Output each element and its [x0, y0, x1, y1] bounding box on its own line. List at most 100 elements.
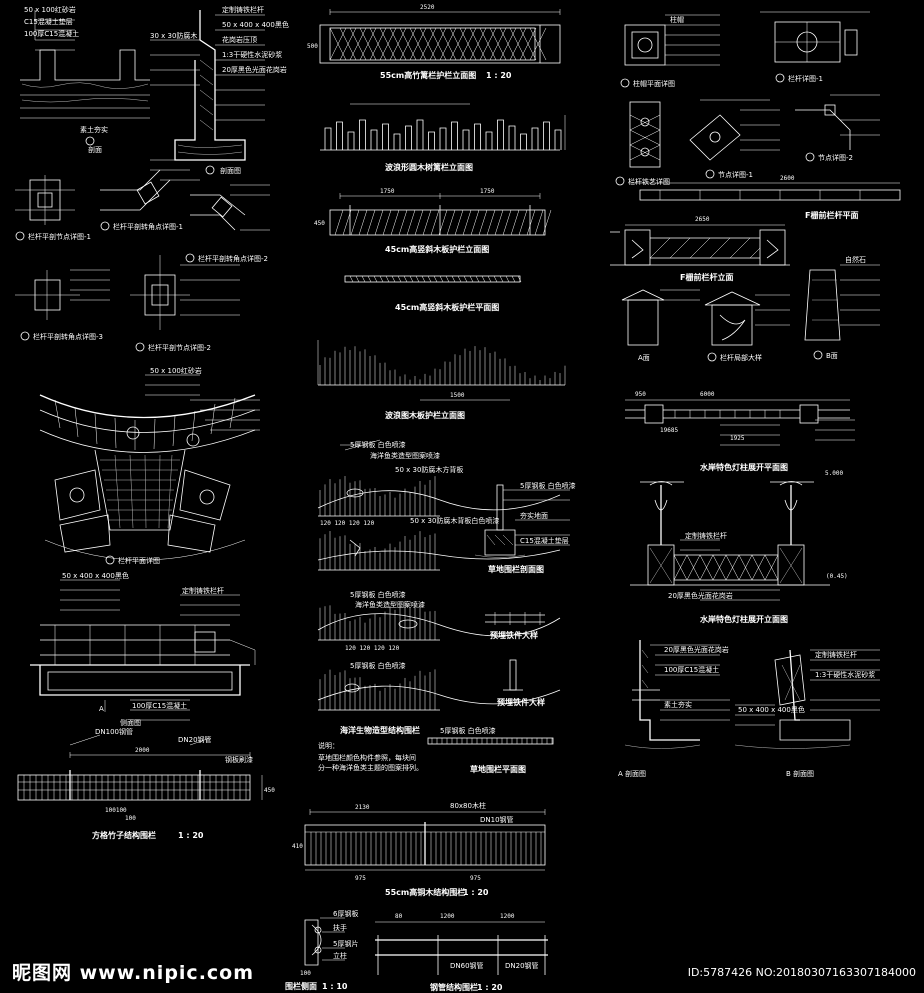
drawing-title: 海洋生物造型结构围栏: [340, 725, 420, 735]
b-face-drawing: 自然石 B面: [804, 255, 880, 360]
callout-text: 素土夯实: [664, 700, 692, 709]
drawing-title: 栏杆平剖节点详图-1: [28, 232, 91, 241]
drawing-title: 栏杆平剖转角点详图-2: [198, 254, 268, 263]
railing-detail-1: 栏杆详图-1: [760, 11, 870, 83]
dimension: (0.45): [826, 573, 848, 580]
drawing-scale: 1 : 20: [463, 888, 489, 897]
dimension: 975: [355, 875, 366, 882]
drawing-scale: 1 : 10: [322, 982, 348, 991]
callout-text: DN60钢管: [450, 961, 484, 970]
callout-text: C15混凝土垫层: [520, 536, 569, 545]
curved-railing-plan: 50 x 100红砂岩 栏杆平面详图: [39, 366, 260, 565]
drawing-title: 栏杆详图-1: [788, 74, 823, 83]
dimension: 1750: [480, 188, 495, 195]
copper-wood-fence-55: 2130 80x80木柱 DN10钢管 975 975 410 55cm高铜木结…: [292, 801, 546, 897]
section-bb-drawing: 定制铸铁栏杆 1:3干硬性水泥砂浆 50 x 400 x 400黑色 B 剖面图: [734, 649, 880, 778]
callout-text: 1:3干硬性水泥砂浆: [815, 670, 875, 679]
drawing-title: 预埋铁件大样: [497, 697, 545, 707]
drawing-title: B面: [826, 352, 838, 360]
callout-text: 钢板刷漆: [225, 755, 253, 764]
callout-text: 100厚C15混凝土: [132, 701, 187, 710]
diagonal-board-fence-45: 1750 1750 450 45cm高竖斜木板护栏立面图: [314, 188, 552, 254]
callout-text: 30 x 30防腐木: [150, 31, 197, 40]
drawing-title: 55cm高铜木结构围栏: [385, 887, 465, 897]
drawing-title: 45cm高竖斜木板护栏立面图: [385, 244, 489, 254]
drawing-title: 剖面图: [220, 166, 241, 175]
callout-text: 5厚钢板 白色喷漆: [520, 481, 576, 490]
rail-side-section: 6厚钢板 扶手 5厚钢片 立柱 100 围栏侧面 1 : 10: [285, 909, 358, 991]
drawing-title: 节点详图-2: [818, 153, 853, 162]
callout-text: 定制铸铁栏杆: [222, 5, 264, 14]
drawing-scale: 1 : 20: [477, 983, 503, 992]
dimension: 975: [470, 875, 481, 882]
f-railing-plan: 2600 F栅前栏杆平面: [630, 175, 901, 220]
dimension: 19685: [660, 427, 678, 434]
callout-text: 海洋鱼类造型图案喷漆: [355, 600, 425, 609]
wave-plank-fence: 1500 波浪图木板护栏立面图: [317, 340, 566, 420]
callout-text: 自然石: [845, 255, 866, 264]
dimension: 5.000: [825, 470, 843, 477]
dimension: 2520: [420, 4, 435, 11]
dimension: 450: [314, 220, 325, 227]
callout-text: 20厚黑色光面花岗岩: [664, 645, 729, 654]
drawing-title: F栅前栏杆平面: [805, 210, 858, 220]
drawing-title: 栏杆局部大样: [720, 353, 762, 362]
drawing-title: 方格竹子结构围栏: [92, 830, 156, 840]
dimension: 1500: [450, 392, 465, 399]
callout-text: 50 x 400 x 400黑色: [62, 571, 129, 580]
drawing-title: 柱帽平面详图: [633, 79, 675, 88]
dimension: 2600: [780, 175, 795, 182]
drawing-title: 水岸特色灯柱展开立面图: [699, 614, 788, 624]
dimension: 80: [395, 913, 403, 920]
callout-text: 花岗岩压顶: [222, 35, 257, 44]
dimension: 2000: [135, 747, 150, 754]
callout-text: 100厚C15混凝土: [24, 29, 79, 38]
dimension: 450: [264, 787, 275, 794]
dimension: 100: [125, 815, 136, 822]
drawing-title: 水岸特色灯柱展开平面图: [699, 462, 788, 472]
node-detail-1: 栏杆平剖节点详图-1: [15, 175, 91, 241]
grass-fence-plan: 5厚钢板 白色喷漆 草地围栏平面图: [427, 726, 554, 774]
callout-text: 50 x 100红砂岩: [24, 5, 76, 14]
callout-text: 定制铸铁栏杆: [685, 531, 727, 540]
dimension: 1925: [730, 435, 745, 442]
callout-text: 6厚钢板: [333, 909, 358, 918]
callout-text: 50 x 100红砂岩: [150, 366, 202, 375]
dimension: 1750: [380, 188, 395, 195]
dimension: 6000: [700, 391, 715, 398]
callout-text: 5厚钢板 白色喷漆: [350, 661, 406, 670]
callout-text: 100厚C15混凝土: [664, 665, 719, 674]
lamp-post-plan: 950 6000 19685 1925 水岸特色灯柱展开平面图: [625, 391, 855, 472]
dimension: 100: [300, 970, 311, 977]
callout-text: DN10钢管: [480, 815, 514, 824]
drawing-title: 钢管结构围栏: [430, 982, 478, 992]
dimension: 120 120 120 120: [345, 645, 400, 652]
section-drawing-a: 50 x 100红砂岩 C15混凝土垫层 100厚C15混凝土 素土夯实 剖面: [20, 5, 150, 154]
watermark-logo: 昵图网 www.nipic.com: [12, 962, 255, 984]
node-detail-5: 栏杆平剖节点详图-2: [130, 255, 240, 352]
marine-creature-fences: 5厚钢板 白色喷漆 海洋鱼类造型图案喷漆 50 x 30防腐木方背板 120 1…: [317, 439, 561, 772]
callout-text: 素土夯实: [80, 125, 108, 134]
note-line: 草地围栏颜色构件参照，每块间: [318, 753, 416, 762]
note-line: 分一种海洋鱼类主题的图案排列。: [318, 763, 423, 772]
side-section-drawing: 50 x 400 x 400黑色 定制铸铁栏杆 100厚C15混凝土 A 侧面图: [30, 571, 256, 727]
callout-text: 80x80木柱: [450, 801, 486, 810]
callout-text: 定制铸铁栏杆: [815, 650, 857, 659]
callout-text: 5厚钢板 白色喷漆: [440, 726, 496, 735]
note-title: 说明：: [318, 741, 339, 750]
callout-text: 立柱: [333, 951, 347, 960]
drawing-title: 波浪形圆木树篱栏立面图: [385, 162, 473, 172]
callout-text: 20厚黑色光面花岗岩: [668, 591, 733, 600]
drawing-title: 栏杆平剖转角点详图-1: [113, 222, 183, 231]
drawing-title: 剖面: [88, 145, 102, 154]
embedded-steel-detail: 预埋铁件大样 预埋铁件大样: [485, 612, 545, 707]
callout-text: DN20钢管: [178, 735, 212, 744]
callout-text: 柱帽: [670, 15, 684, 24]
drawing-title: A 剖面图: [618, 769, 646, 778]
node-detail-r2: 节点详图-2: [795, 94, 880, 162]
section-mark: A: [99, 705, 104, 713]
callout-text: 5厚钢板 白色喷漆: [350, 440, 406, 449]
dimension: 1200: [500, 913, 515, 920]
wave-timber-fence: 波浪形圆木树篱栏立面图: [320, 103, 566, 172]
